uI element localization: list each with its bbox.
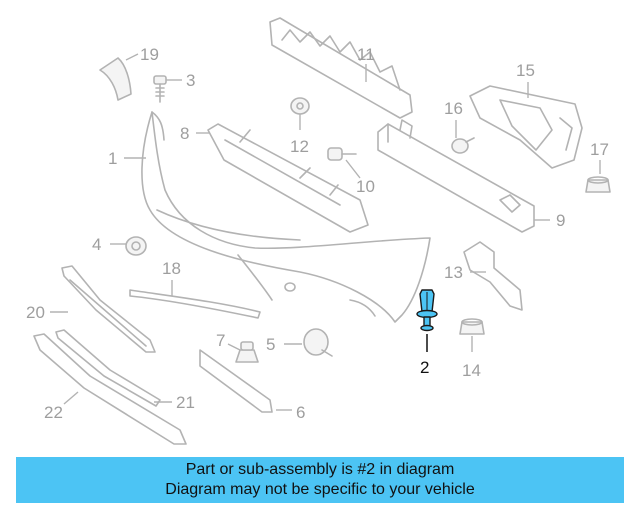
callout-21: 21 [176,393,195,412]
nut-12 [290,97,310,115]
callout-14: 14 [462,361,481,380]
callout-16: 16 [444,99,463,118]
callout-6: 6 [296,403,305,422]
lower-deflector-6 [199,349,273,413]
callout-20: 20 [26,303,45,322]
grille-strip-21 [55,329,161,407]
callout-17: 17 [590,140,609,159]
callout-1: 1 [108,149,117,168]
callout-8: 8 [180,124,189,143]
callout-22: 22 [44,403,63,422]
upper-bracket-8 [207,123,369,233]
bolt-16 [451,137,475,154]
lower-strip-20 [61,265,156,353]
bracket-15 [469,85,583,169]
trim-strip-18 [129,289,261,319]
callout-2: 2 [420,358,429,377]
banner-line-2: Diagram may not be specific to your vehi… [165,481,475,498]
banner-line-1: Part or sub-assembly is #2 in diagram [185,461,455,478]
lower-valance-22 [33,333,187,445]
nut-17 [585,176,611,193]
info-banner: Part or sub-assembly is #2 in diagram Di… [16,457,624,503]
callout-12: 12 [290,137,309,156]
tow-cover-5 [303,328,333,357]
upper-absorber-11 [269,17,413,119]
callout-4: 4 [92,235,101,254]
side-bracket-13 [463,241,523,311]
callout-5: 5 [266,335,275,354]
callout-3: 3 [186,71,195,90]
bolt-10 [327,147,357,161]
retainer-pin-2 [416,289,438,332]
callout-13: 13 [444,263,463,282]
grommet-4 [125,236,147,256]
callout-7: 7 [216,331,225,350]
callout-9: 9 [556,211,565,230]
nut-14 [459,318,485,335]
callout-18: 18 [162,259,181,278]
reinforcement-beam-9 [377,119,535,233]
callout-10: 10 [356,177,375,196]
bolt-3 [153,75,167,103]
callout-19: 19 [140,45,159,64]
callout-15: 15 [516,61,535,80]
bumper-cover [141,111,431,323]
clip-7 [235,341,259,363]
clip-19 [99,57,132,101]
callout-11: 11 [357,45,375,64]
